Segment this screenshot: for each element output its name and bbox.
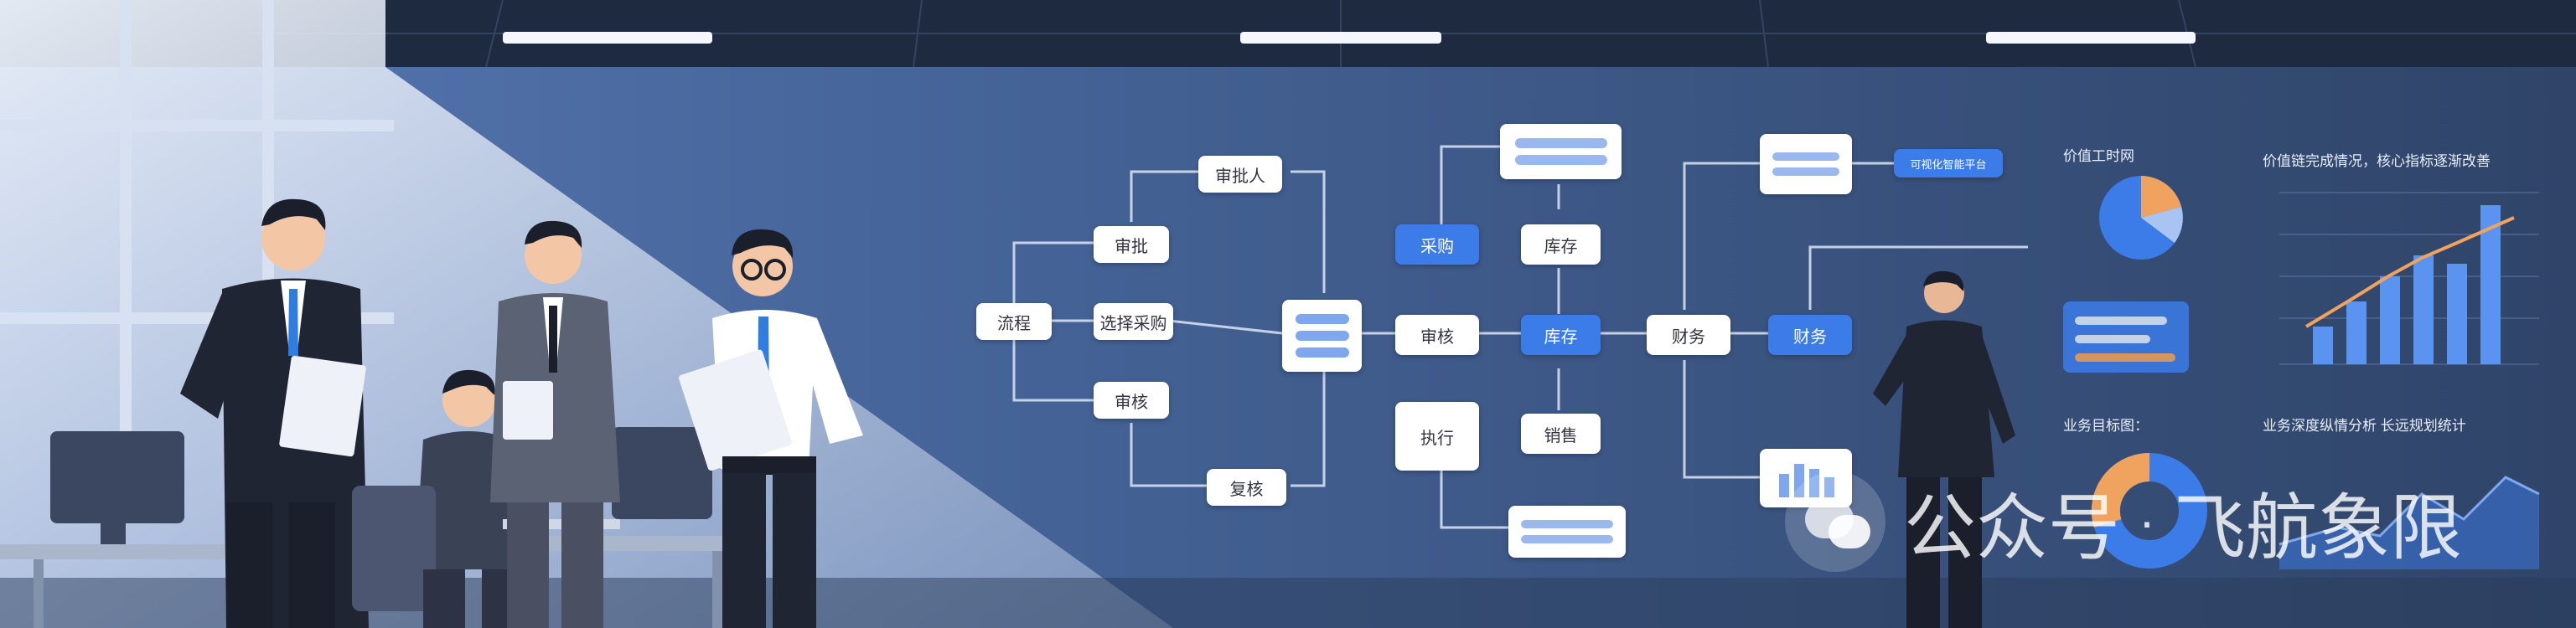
flow-node-highlight: 采购 bbox=[1395, 224, 1479, 265]
pie-title: 价值工时网 bbox=[2063, 148, 2134, 164]
flow-node-label: 库存 bbox=[1544, 237, 1578, 256]
flow-node-label: 选择采购 bbox=[1099, 314, 1167, 333]
flow-node-label: 复核 bbox=[1229, 480, 1264, 499]
flow-node-highlight: 财务 bbox=[1768, 315, 1852, 355]
flow-node: 流程 bbox=[976, 303, 1052, 340]
presenter-figure bbox=[1873, 270, 2015, 628]
platform-tag-label: 可视化智能平台 bbox=[1910, 157, 1987, 171]
flow-node-highlight: 库存 bbox=[1521, 315, 1601, 355]
bar-chart-title: 价值链完成情况，核心指标逐渐改善 bbox=[2263, 153, 2491, 169]
bar-card-icon bbox=[1779, 464, 1834, 497]
flow-card bbox=[1508, 506, 1626, 558]
watermark-separator-icon: · bbox=[2139, 493, 2155, 549]
line-chart-title: 业务深度纵情分析 长远规划统计 bbox=[2263, 418, 2466, 434]
bar-card bbox=[1760, 449, 1852, 507]
summary-card bbox=[2063, 301, 2189, 373]
flow-card bbox=[1500, 124, 1622, 179]
flow-node-label: 采购 bbox=[1420, 237, 1454, 256]
watermark-text-right: 飞航象限 bbox=[2173, 488, 2462, 569]
businessman-middle bbox=[490, 220, 620, 628]
bar-line-chart bbox=[2279, 192, 2539, 365]
flow-card bbox=[1282, 300, 1362, 372]
flow-node-label: 库存 bbox=[1544, 327, 1578, 347]
flow-node-label: 审核 bbox=[1420, 327, 1454, 347]
donut-title: 业务目标图： bbox=[2063, 418, 2149, 434]
donut-chart bbox=[2091, 452, 2207, 569]
flow-node: 审核 bbox=[1094, 382, 1169, 419]
flow-node-label: 审核 bbox=[1115, 393, 1148, 412]
flow-node-label: 销售 bbox=[1544, 426, 1578, 445]
area-chart bbox=[2279, 476, 2540, 569]
flow-node: 审核 bbox=[1395, 315, 1479, 355]
flow-node-label: 流程 bbox=[997, 314, 1031, 333]
flow-node: 财务 bbox=[1647, 315, 1730, 355]
flow-node-label: 审批 bbox=[1115, 237, 1148, 256]
flow-node: 审批人 bbox=[1198, 156, 1282, 193]
platform-tag: 可视化智能平台 bbox=[1894, 149, 2003, 178]
businessman-left bbox=[180, 198, 369, 628]
watermark: 公众号 · 飞航象限 bbox=[1785, 469, 2462, 574]
flow-node-label: 执行 bbox=[1420, 429, 1454, 448]
people-group bbox=[0, 198, 863, 628]
flow-card bbox=[1760, 134, 1852, 194]
flow-node: 销售 bbox=[1521, 414, 1601, 454]
flow-node: 执行 bbox=[1395, 402, 1479, 471]
flow-node-label: 财务 bbox=[1793, 327, 1827, 347]
flow-node: 选择采购 bbox=[1094, 303, 1173, 340]
flow-node: 复核 bbox=[1207, 469, 1286, 506]
watermark-text-left: 公众号 bbox=[1904, 488, 2120, 569]
flow-node: 库存 bbox=[1521, 224, 1601, 265]
businessman-right bbox=[679, 229, 863, 628]
flow-node-label: 审批人 bbox=[1215, 167, 1265, 186]
flow-node: 审批 bbox=[1094, 226, 1169, 263]
flow-node-label: 财务 bbox=[1672, 327, 1705, 347]
pie-chart bbox=[2099, 176, 2183, 260]
wechat-logo-icon bbox=[1785, 471, 1885, 572]
